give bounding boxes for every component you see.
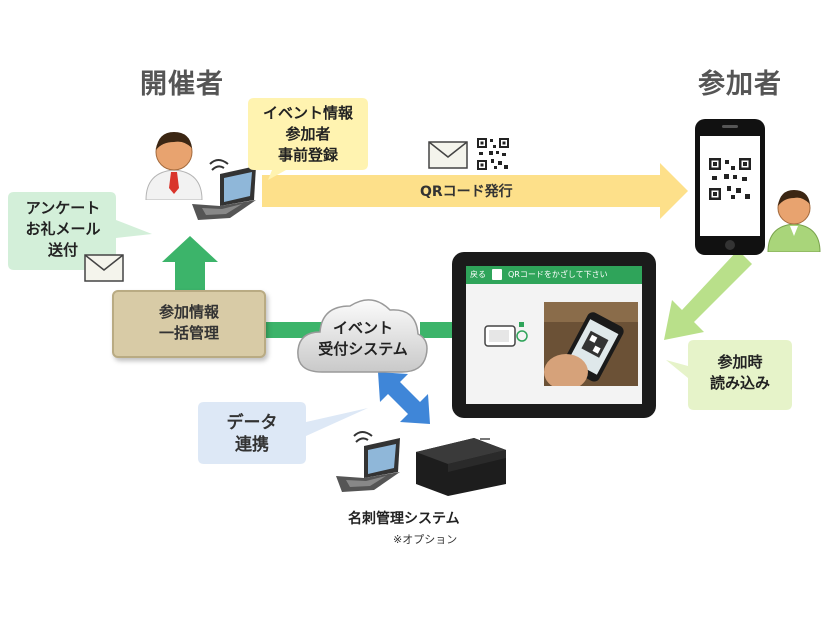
data-link-line-1: データ [226,413,278,433]
scanner-laptop-icon [336,431,400,492]
checkin-line-2: 読み込み [709,374,770,392]
organizer-person-icon [145,132,203,200]
qr-code-icon [476,137,510,171]
tablet-camera-view [544,302,638,386]
cloud-label-line-1: イベント [332,319,393,337]
tablet-header: 戻る QRコードをかざして下さい [466,266,642,284]
tablet-phone-guide-icon [484,322,528,347]
organizer-laptop-icon [192,159,256,220]
organizer-title: 開催者 [140,69,224,100]
participant-title: 参加者 [698,69,782,100]
qr-issue-label: QRコード発行 [420,184,513,200]
data-link-bubble: データ 連携 [200,412,304,456]
bulk-manage-box: 参加情報 一括管理 [112,290,266,358]
event-info-line-1: イベント情報 [262,104,353,122]
survey-line-1: アンケート [25,199,101,217]
checkin-line-1: 参加時 [717,353,763,371]
cloud-label-line-2: 受付システム [318,340,408,358]
scanner-note: ※オプション [393,533,458,546]
tablet-device: 戻る QRコードをかざして下さい [452,252,656,418]
participant-person-icon [767,190,821,252]
green-up-arrow [162,236,218,292]
checkin-arrow [664,250,752,340]
survey-line-2: お礼メール [25,220,101,238]
cloud-icon [297,299,428,373]
tablet-qr-mini-icon [492,269,502,280]
participant-smartphone-icon [695,119,765,255]
event-info-line-3: 事前登録 [277,146,338,164]
event-info-line-2: 参加者 [285,125,331,143]
cloud-label: イベント 受付システム [300,318,426,360]
tablet-header-text: QRコードをかざして下さい [508,270,608,279]
business-card-scanner-icon [416,438,506,496]
event-info-bubble: イベント情報 参加者 事前登録 [248,103,368,166]
tablet-screen: 戻る QRコードをかざして下さい [466,266,642,404]
scanner-caption: 名刺管理システム [348,511,460,527]
tablet-back-button[interactable]: 戻る [470,270,486,279]
survey-bubble: アンケート お礼メール 送付 [10,198,116,261]
bulk-manage-line-2: 一括管理 [158,324,219,342]
event-info-bubble-shape [248,98,368,180]
mail-icon [428,141,468,169]
qr-issue-arrow [262,163,688,219]
data-link-bubble-shape [198,402,368,464]
checkin-bubble: 参加時 読み込み [690,352,790,394]
survey-line-3: 送付 [47,241,78,259]
survey-mail-icon [84,254,124,282]
survey-bubble-shape [8,192,152,270]
bulk-manage-line-1: 参加情報 [158,303,219,321]
checkin-bubble-shape [666,340,792,410]
data-link-line-2: 連携 [235,435,269,455]
data-link-arrow [378,372,430,424]
